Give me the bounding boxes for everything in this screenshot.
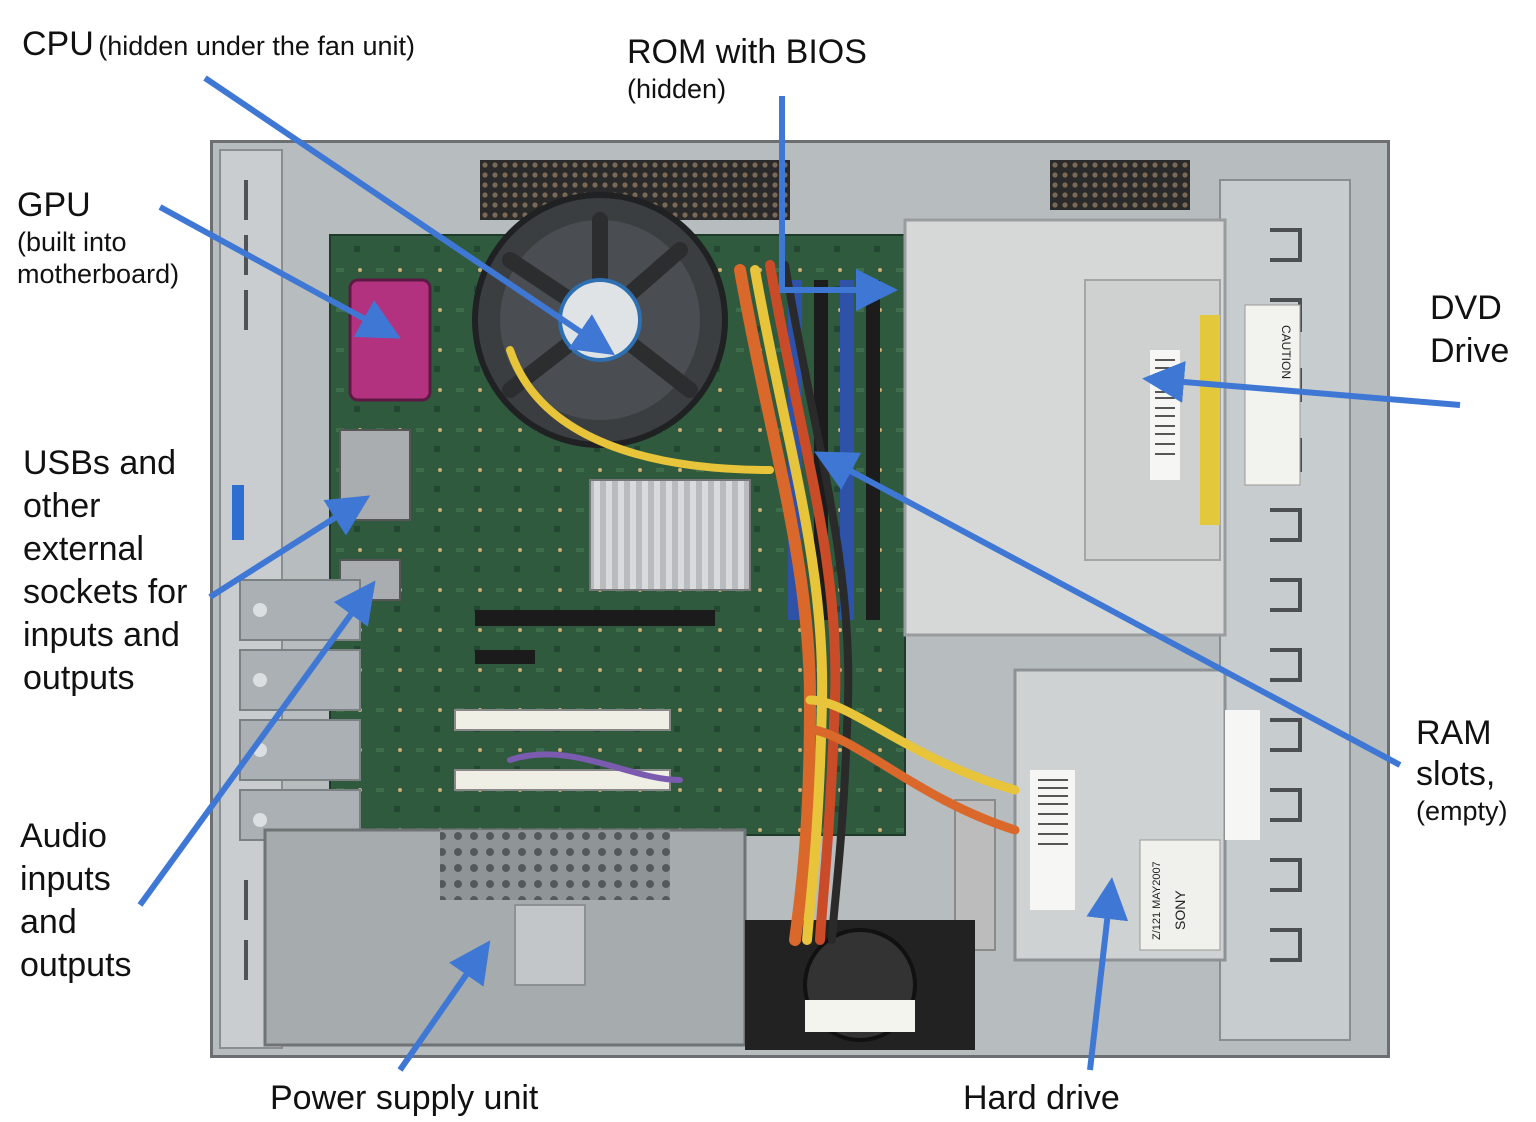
date-label: Z/121 MAY2007 bbox=[1151, 861, 1163, 940]
label-audio-line-3: and bbox=[20, 903, 77, 941]
label-psu-title: Power supply unit bbox=[270, 1079, 539, 1117]
label-hard-drive: Hard drive bbox=[963, 1078, 1120, 1119]
label-usb-line-6: outputs bbox=[23, 659, 135, 697]
label-audio-line-2: inputs bbox=[20, 860, 111, 898]
case-fan bbox=[745, 920, 975, 1050]
cpu-fan bbox=[472, 192, 728, 448]
top-vent-right bbox=[1050, 160, 1190, 210]
label-rom-note: (hidden) bbox=[627, 73, 727, 104]
vga-port bbox=[348, 278, 432, 402]
label-audio-io: Audio inputs and outputs bbox=[20, 815, 132, 987]
label-usb-line-4: sockets for bbox=[23, 573, 188, 611]
label-cpu-note: (hidden under the fan unit) bbox=[98, 31, 415, 61]
label-power-supply: Power supply unit bbox=[270, 1078, 538, 1119]
label-gpu-note-2: motherboard) bbox=[17, 259, 180, 290]
label-audio-line-1: Audio bbox=[20, 817, 107, 855]
label-ram-slots: RAM slots, (empty) bbox=[1416, 713, 1508, 827]
label-ram-line-2: slots, bbox=[1416, 754, 1496, 793]
sony-label: SONY bbox=[1172, 890, 1188, 930]
label-cpu: CPU (hidden under the fan unit) bbox=[22, 24, 415, 65]
label-rom-title: ROM with BIOS bbox=[627, 33, 867, 71]
caution-label: CAUTION bbox=[1279, 325, 1293, 379]
label-gpu-title: GPU bbox=[17, 186, 91, 224]
label-hdd-title: Hard drive bbox=[963, 1079, 1120, 1117]
label-usb-line-1: USBs and bbox=[23, 444, 177, 482]
blue-usb-port bbox=[232, 485, 244, 540]
label-usb-line-5: inputs and bbox=[23, 616, 180, 654]
label-ram-line-1: RAM bbox=[1416, 714, 1492, 752]
usb-ports bbox=[339, 429, 411, 521]
pci-slot-1 bbox=[454, 709, 671, 731]
label-gpu: GPU (built into motherboard) bbox=[17, 185, 179, 291]
label-dvd-line-1: DVD bbox=[1430, 289, 1502, 327]
label-usb-line-3: external bbox=[23, 530, 144, 568]
label-cpu-title: CPU bbox=[22, 25, 94, 63]
pcie-slot bbox=[475, 610, 715, 626]
hard-drive: SONY Z/121 MAY2007 bbox=[1013, 668, 1260, 962]
power-supply bbox=[263, 828, 747, 1047]
label-usb-sockets: USBs and other external sockets for inpu… bbox=[23, 442, 187, 700]
label-dvd-drive: DVD Drive bbox=[1430, 287, 1509, 373]
computer-interior-photo: CAUTION SONY Z/121 MAY2007 bbox=[210, 140, 1390, 1058]
pcie-small-slot bbox=[475, 650, 535, 664]
label-gpu-note-1: (built into bbox=[17, 226, 127, 257]
label-ram-note: (empty) bbox=[1416, 795, 1508, 826]
chipset-heatsink bbox=[589, 479, 751, 591]
label-audio-line-4: outputs bbox=[20, 946, 132, 984]
label-usb-line-2: other bbox=[23, 487, 101, 525]
label-rom-bios: ROM with BIOS (hidden) bbox=[627, 32, 867, 105]
ram-slot-4 bbox=[866, 280, 880, 620]
label-dvd-line-2: Drive bbox=[1430, 332, 1510, 370]
